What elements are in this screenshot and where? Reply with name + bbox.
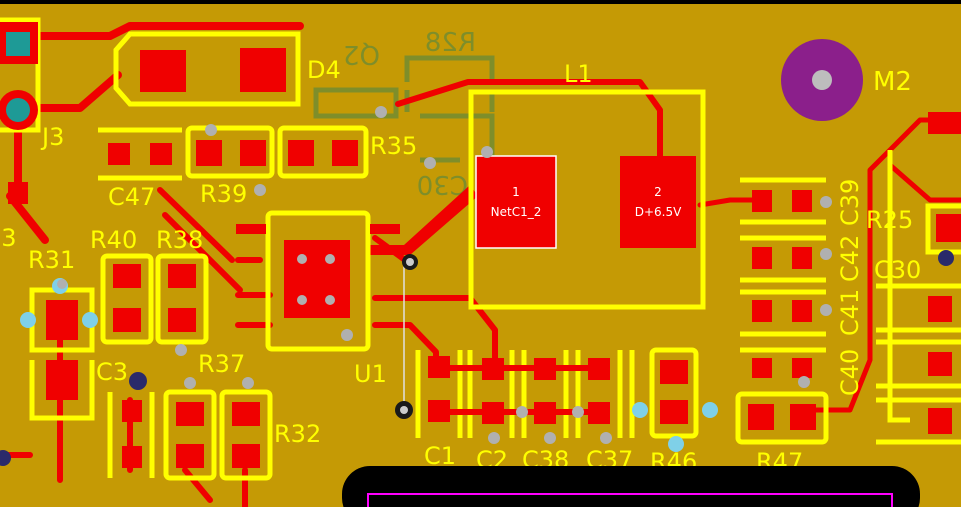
label-m2: M2 [873,67,912,97]
bottom-connector[interactable] [342,466,920,507]
label-c42: C42 [836,235,864,282]
label-r40: R40 [90,226,137,254]
label-r38: R38 [156,226,203,254]
l1-pad-2-number: 2 [654,185,662,199]
component-r38[interactable] [155,253,209,345]
vias [0,106,954,466]
component-l1[interactable] [468,89,706,310]
component-r37[interactable] [163,389,273,481]
label-c3: C3 [96,358,128,386]
component-j3[interactable] [0,17,41,133]
label-r31: R31 [28,246,75,274]
label-r39: R39 [200,180,247,208]
component-r35[interactable] [277,125,369,179]
label-c47: C47 [108,183,155,211]
l1-pad-2-net: D+6.5V [635,205,682,219]
component-u1[interactable] [236,210,400,352]
component-d4[interactable] [113,31,301,107]
label-c39: C39 [836,179,864,226]
label-c40: C40 [836,349,864,396]
label-r35: R35 [370,132,417,160]
label-c1: C1 [424,442,456,470]
bottom-layer-silkscreen [313,55,495,163]
label-r32: R32 [274,420,321,448]
component-r25[interactable] [887,112,961,423]
component-r46[interactable] [632,347,718,452]
component-m2[interactable] [781,39,863,121]
component-r47[interactable] [735,391,829,445]
component-r39[interactable] [185,125,275,179]
label-u1: U1 [354,360,387,388]
l1-pad-1-number: 1 [512,185,520,199]
label-r28-mirrored: R28 [425,28,476,58]
label-q2-mirrored: Q2 [343,39,380,69]
label-c30: C30 [874,256,921,284]
component-c3[interactable] [107,372,155,478]
capacitor-column[interactable] [740,177,826,378]
label-l1: L1 [564,60,593,88]
label-c41: C41 [836,289,864,336]
pad-edge [8,182,28,204]
component-c47[interactable] [98,127,182,181]
label-edge-partial: S3 [0,224,17,252]
label-j3: J3 [40,123,64,151]
label-r37: R37 [198,350,245,378]
l1-pad-2[interactable] [620,156,696,248]
component-r40[interactable] [100,253,154,345]
board-edge [0,0,961,4]
component-c30[interactable] [876,283,961,445]
l1-pad-1-net: NetC1_2 [491,205,542,219]
label-c30-mirrored: C30 [417,169,468,199]
label-d4: D4 [307,56,341,84]
copper-trace-netc1-2 [370,185,478,255]
label-r25: R25 [866,206,913,234]
component-c1[interactable] [415,350,463,438]
l1-pad-1[interactable] [475,155,557,249]
